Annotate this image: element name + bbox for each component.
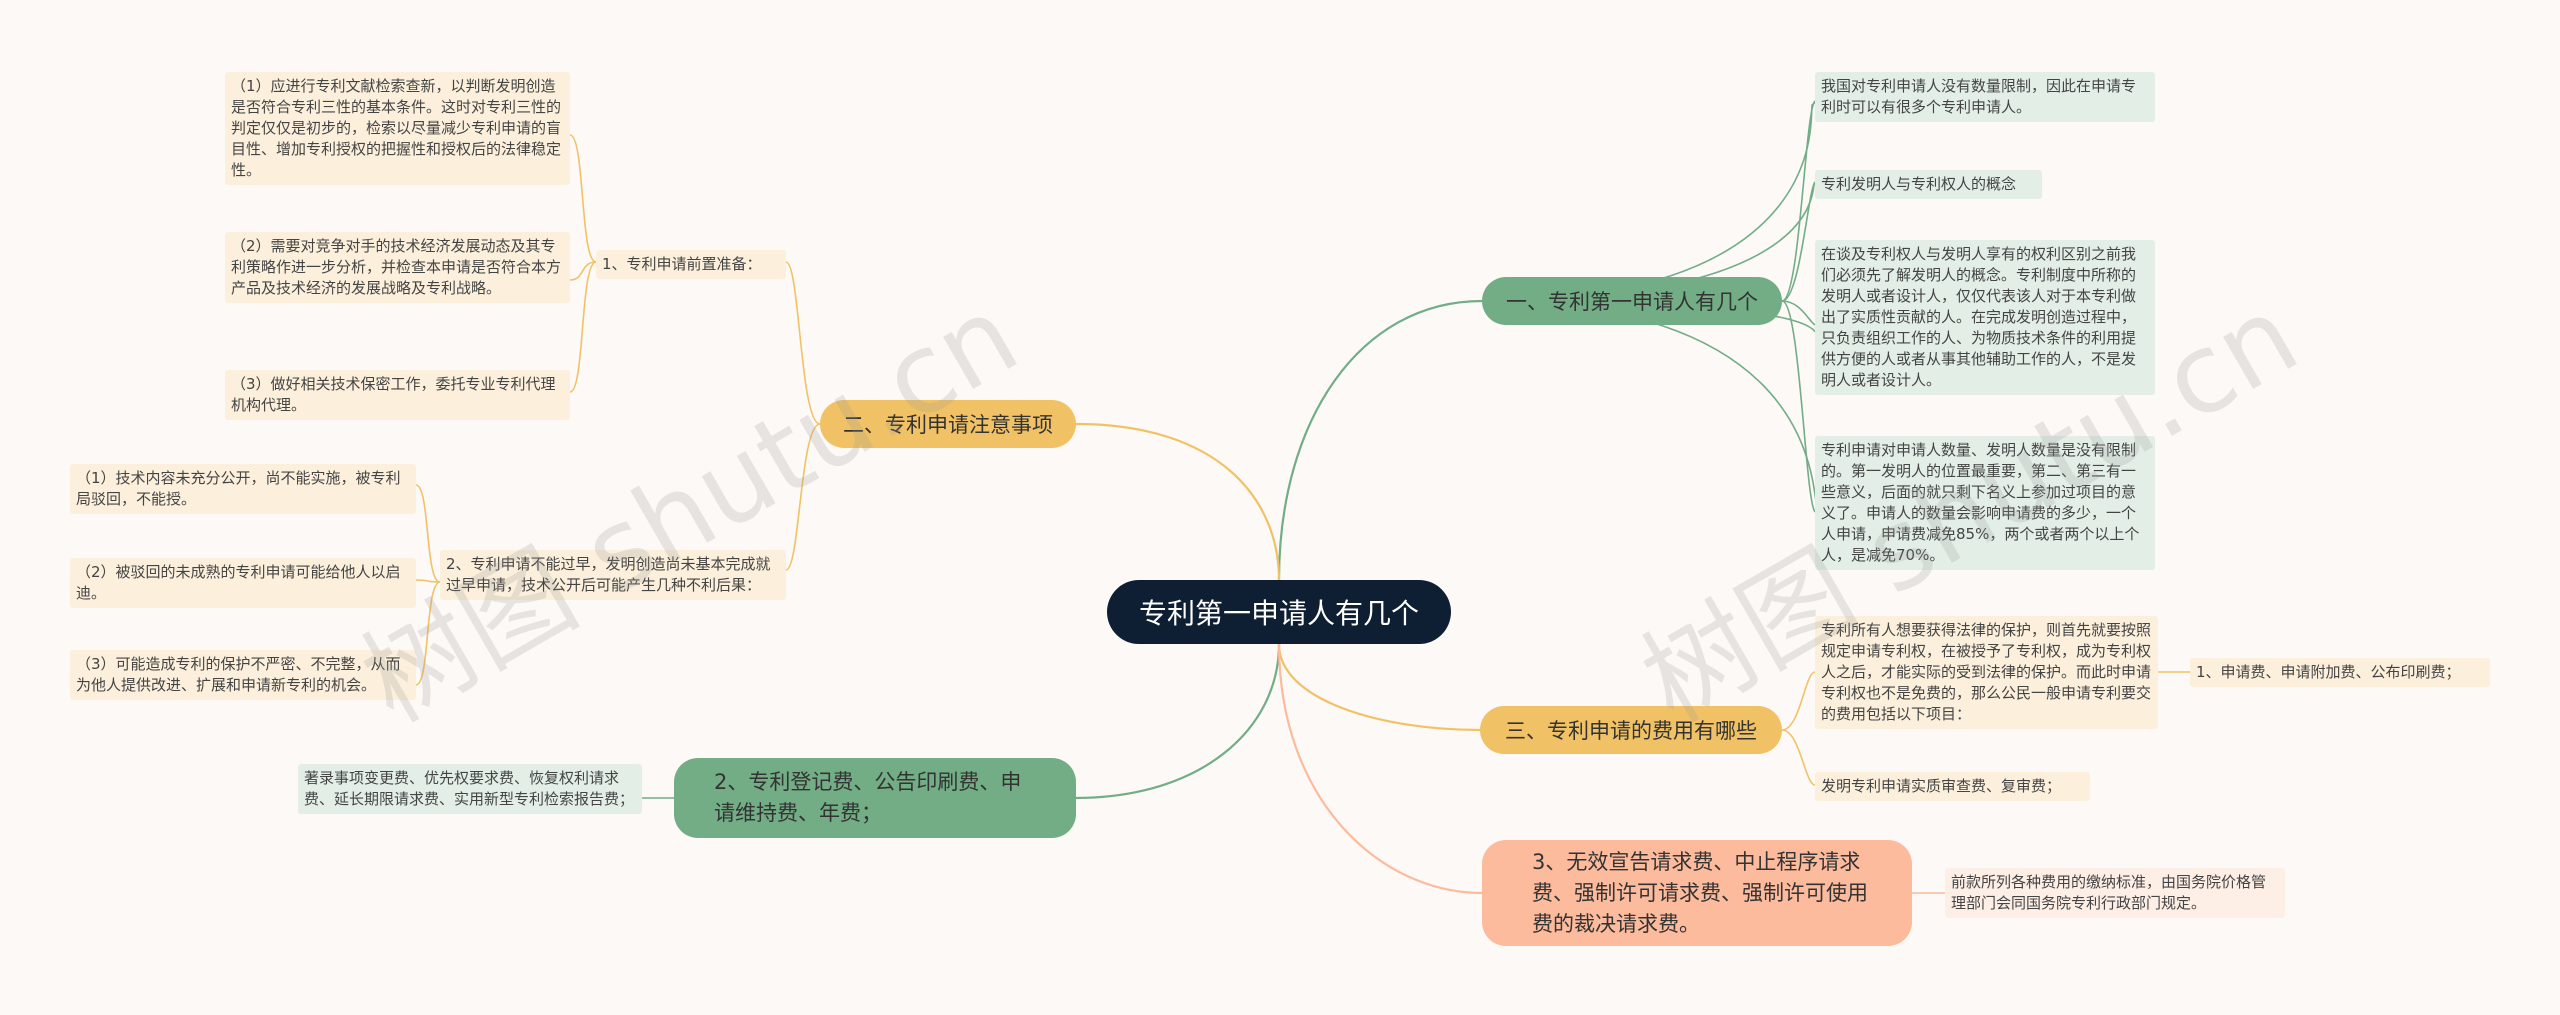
- branch-invalidation-fees[interactable]: 3、无效宣告请求费、中止程序请求费、强制许可请求费、强制许可使用费的裁决请求费。: [1482, 840, 1912, 946]
- link-root-b2: [1075, 422, 1281, 581]
- branch-first-applicant-count[interactable]: 一、专利第一申请人有几个: [1482, 277, 1782, 325]
- leaf-fee-intro[interactable]: 专利所有人想要获得法律的保护，则首先就要按照规定申请专利权，在被授予了专利权，成…: [1815, 616, 2158, 729]
- leaf-no-limit[interactable]: 我国对专利申请人没有数量限制，因此在申请专利时可以有很多个专利申请人。: [1815, 72, 2155, 122]
- leaf-fee-standard[interactable]: 前款所列各种费用的缴纳标准，由国务院价格管理部门会同国务院专利行政部门规定。: [1945, 868, 2285, 918]
- leaf-prep-3[interactable]: （3）做好相关技术保密工作，委托专业专利代理机构代理。: [225, 370, 570, 420]
- branch-application-notes[interactable]: 二、专利申请注意事项: [820, 400, 1076, 448]
- sub-preparation[interactable]: 1、专利申请前置准备：: [596, 250, 786, 279]
- leaf-inventor-definition[interactable]: 在谈及专利权人与发明人享有的权利区别之前我们必须先了解发明人的概念。专利制度中所…: [1815, 240, 2155, 395]
- leaf-early-3[interactable]: （3）可能造成专利的保护不严密、不完整，从而为他人提供改进、扩展和申请新专利的机…: [70, 650, 416, 700]
- branch-registration-fees[interactable]: 2、专利登记费、公告印刷费、申请维持费、年费；: [674, 758, 1076, 838]
- leaf-early-1[interactable]: （1）技术内容未充分公开，尚不能实施，被专利局驳回，不能授。: [70, 464, 416, 514]
- leaf-registration-detail[interactable]: 著录事项变更费、优先权要求费、恢复权利请求费、延长期限请求费、实用新型专利检索报…: [298, 764, 642, 814]
- link-root-b5: [1277, 643, 1483, 895]
- leaf-inventor-concept[interactable]: 专利发明人与专利权人的概念: [1815, 170, 2042, 199]
- leaf-exam-fee[interactable]: 发明专利申请实质审查费、复审费；: [1815, 772, 2090, 801]
- link-root-b1: [1277, 299, 1483, 581]
- link-root-b3: [1277, 643, 1481, 732]
- leaf-prep-2[interactable]: （2）需要对竞争对手的技术经济发展动态及其专利策略作进一步分析，并检查本申请是否…: [225, 232, 570, 303]
- sub-not-too-early[interactable]: 2、专利申请不能过早，发明创造尚未基本完成就过早申请，技术公开后可能产生几种不利…: [440, 550, 786, 600]
- sub-application-fee[interactable]: 1、申请费、申请附加费、公布印刷费；: [2190, 658, 2490, 687]
- leaf-applicant-quantity[interactable]: 专利申请对申请人数量、发明人数量是没有限制的。第一发明人的位置最重要，第二、第三…: [1815, 436, 2155, 570]
- link-root-b4: [1075, 643, 1281, 800]
- leaf-early-2[interactable]: （2）被驳回的未成熟的专利申请可能给他人以启迪。: [70, 558, 416, 608]
- root-topic[interactable]: 专利第一申请人有几个: [1107, 580, 1451, 644]
- branch-application-fees[interactable]: 三、专利申请的费用有哪些: [1480, 706, 1782, 754]
- leaf-prep-1[interactable]: （1）应进行专利文献检索查新，以判断发明创造是否符合专利三性的基本条件。这时对专…: [225, 72, 570, 185]
